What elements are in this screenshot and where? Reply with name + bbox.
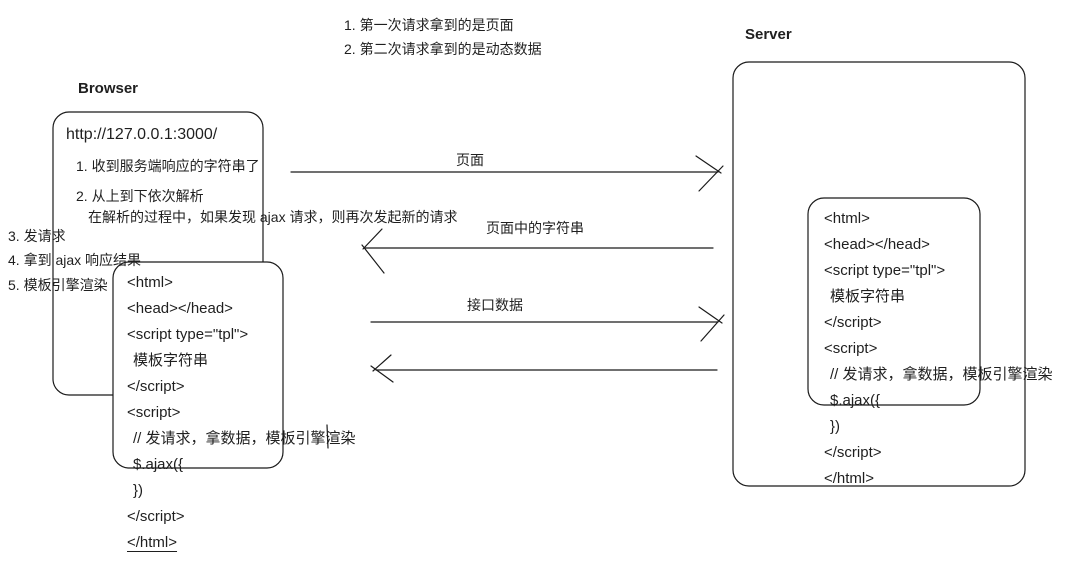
code-line: }) xyxy=(133,482,144,499)
arrow-page-string-head-icon xyxy=(361,228,385,274)
code-line: </script> xyxy=(824,444,882,461)
code-line: <script> xyxy=(127,404,181,421)
stray-stroke xyxy=(326,424,329,449)
code-line: 模板字符串 xyxy=(830,288,906,305)
browser-parse-detail: 在解析的过程中，如果发现 ajax 请求，则再次发起新的请求 xyxy=(88,209,458,225)
code-line: </script> xyxy=(127,508,185,525)
side-step-3: 3. 发请求 xyxy=(8,228,66,244)
code-line: </script> xyxy=(127,378,185,395)
code-line: <script type="tpl"> xyxy=(824,262,946,279)
code-line: <head></head> xyxy=(127,300,233,317)
code-line: </script> xyxy=(824,314,882,331)
code-line: // 发请求，拿数据，模板引擎渲染 xyxy=(133,430,356,447)
code-line: <head></head> xyxy=(824,236,930,253)
top-note-2: 2. 第二次请求拿到的是动态数据 xyxy=(344,41,542,57)
top-note-1: 1. 第一次请求拿到的是页面 xyxy=(344,17,514,33)
code-line: $.ajax({ xyxy=(830,392,881,409)
code-line: 模板字符串 xyxy=(133,352,209,369)
server-title: Server xyxy=(745,26,792,43)
code-line: </html> xyxy=(824,470,875,487)
browser-url: http://127.0.0.1:3000/ xyxy=(66,126,218,143)
side-step-5: 5. 模板引擎渲染 xyxy=(8,277,108,293)
code-line: }) xyxy=(830,418,841,435)
arrow-response-head-icon xyxy=(370,354,394,383)
code-line: <html> xyxy=(127,274,173,291)
arrow-api-data-label: 接口数据 xyxy=(467,297,523,313)
server-code-block: <html> <head></head> <script type="tpl">… xyxy=(824,206,1053,492)
arrow-page-label: 页面 xyxy=(456,152,484,168)
code-line: <script type="tpl"> xyxy=(127,326,249,343)
arrow-page-string-label: 页面中的字符串 xyxy=(486,220,584,236)
browser-parse-step-1: 1. 收到服务端响应的字符串了 xyxy=(76,158,260,174)
browser-code-box xyxy=(112,261,284,469)
side-step-4: 4. 拿到 ajax 响应结果 xyxy=(8,252,142,268)
code-line: // 发请求，拿数据，模板引擎渲染 xyxy=(830,366,1053,383)
arrow-page-head-icon xyxy=(695,155,724,192)
arrow-api-data-head-icon xyxy=(698,306,725,342)
code-line: </html> xyxy=(127,534,178,551)
browser-title: Browser xyxy=(78,80,139,97)
code-line: <script> xyxy=(824,340,878,357)
code-line: <html> xyxy=(824,210,870,227)
browser-parse-step-2: 2. 从上到下依次解析 xyxy=(76,188,204,204)
code-line: $.ajax({ xyxy=(133,456,184,473)
browser-code-block: <html> <head></head> <script type="tpl">… xyxy=(127,270,356,556)
server-code-box xyxy=(807,197,981,406)
